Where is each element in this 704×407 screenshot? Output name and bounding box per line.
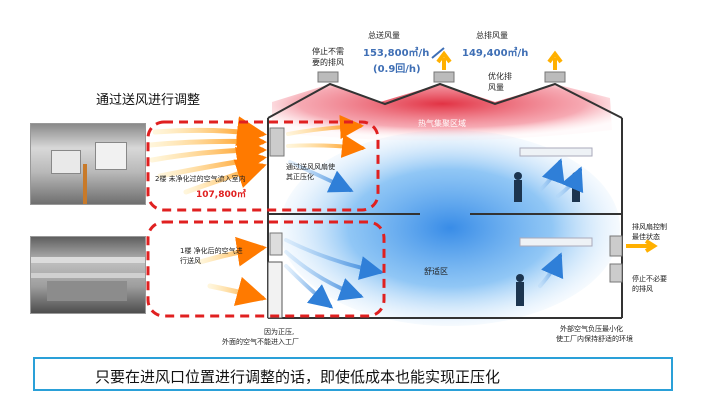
lower-note-line2: 行送风 — [180, 257, 201, 265]
lower-focus-box — [146, 220, 386, 318]
roof-vent-left — [317, 71, 339, 83]
exhaust-arrow-middle — [436, 50, 452, 70]
upper-value: 107,800㎥ — [196, 190, 246, 200]
upper-note: 2楼 未净化过的空气流入室内 — [155, 175, 246, 183]
total-supply-label: 总送风量 — [368, 31, 400, 40]
stop-unneeded-line2: 的排风 — [632, 285, 653, 293]
ac-unit-upper — [519, 147, 593, 157]
comfort-zone-label: 舒适区 — [424, 267, 448, 276]
lower-door — [267, 261, 283, 319]
roof-vent-middle — [433, 71, 455, 83]
lower-note-line1: 1楼 净化后的空气进 — [180, 247, 243, 255]
exhaust-arrow-right — [547, 50, 563, 70]
upper-supply-fan — [269, 127, 285, 157]
summary-banner: 只要在进风口位置进行调整的话，即使低成本也能实现正压化 — [33, 357, 673, 391]
roof-vent-right — [544, 71, 566, 83]
total-exhaust-label: 总排风量 — [476, 31, 508, 40]
exhaust-fan-right-upper — [609, 235, 623, 257]
optimize-exhaust-line1: 优化排 — [488, 72, 512, 81]
exhaust-control-line2: 最佳状态 — [632, 233, 660, 241]
exhaust-arrow-right-wall — [626, 239, 658, 253]
hot-zone-label: 热气集聚区域 — [418, 119, 466, 128]
positive-note-line1: 因为正压, — [264, 328, 295, 336]
stop-unneeded-line1: 停止不必要 — [632, 275, 667, 283]
total-exhaust-value: 149,400㎥/h — [462, 48, 529, 59]
exhaust-control-line1: 排风扇控制 — [632, 223, 667, 231]
positive-note-line2: 外面的空气不能进入工厂 — [222, 338, 299, 346]
exhaust-fan-right-lower — [609, 263, 623, 283]
summary-banner-text: 只要在进风口位置进行调整的话，即使低成本也能实现正压化 — [95, 368, 501, 386]
factory-photo-lower — [30, 236, 146, 314]
diagram-title: 通过送风进行调整 — [96, 93, 201, 108]
divider-slash — [431, 47, 445, 59]
hot-zone-shape — [272, 84, 612, 141]
blue-flow-arrows — [284, 158, 584, 309]
lower-supply-fan — [269, 232, 283, 256]
upper-pressure-line2: 其正压化 — [286, 173, 314, 181]
negative-note-line2: 使工厂内保持舒适的环境 — [556, 335, 633, 343]
comfort-zone-cloud — [280, 130, 620, 326]
total-supply-value: 153,800㎥/h — [363, 48, 430, 59]
upper-room-arrows — [286, 115, 366, 158]
factory-photo-upper — [30, 123, 146, 205]
ac-unit-lower — [519, 237, 593, 247]
total-supply-rate: (0.9回/h) — [373, 64, 421, 75]
lower-inflow-arrows — [197, 236, 267, 306]
upper-pressure-line1: 通过送风风扇使 — [286, 163, 335, 171]
stop-exhaust-label-line1: 停止不需 — [312, 47, 344, 56]
stop-exhaust-label-line2: 要的排风 — [312, 58, 344, 67]
upper-inflow-arrows — [147, 116, 267, 195]
optimize-exhaust-line2: 风量 — [488, 83, 504, 92]
negative-note-line1: 外部空气负压最小化 — [560, 325, 623, 333]
upper-focus-box — [146, 120, 380, 212]
